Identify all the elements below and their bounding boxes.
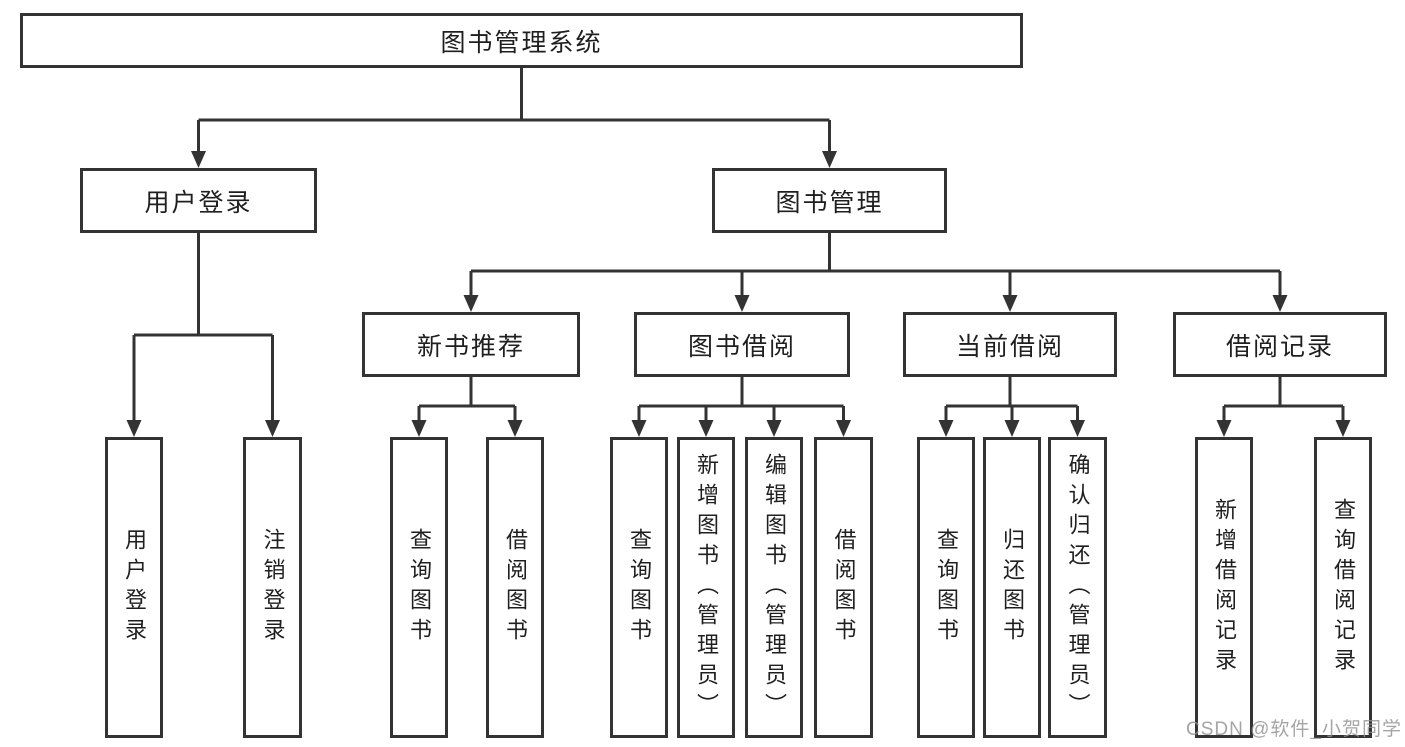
node-label: 借阅图书 bbox=[503, 527, 528, 648]
node-label: 新书推荐 bbox=[416, 332, 525, 361]
node-label: 查询图书 bbox=[934, 527, 959, 648]
node-label: 图书管理系统 bbox=[440, 28, 603, 57]
leaf-add-books-admin: 新增图书（管理员） bbox=[677, 437, 735, 738]
connector-userlogin-to-leaves bbox=[126, 233, 280, 437]
node-label: 用户登录 bbox=[144, 188, 253, 217]
node-label: 查询图书 bbox=[627, 527, 652, 648]
node-label: 新增图书（管理员） bbox=[694, 452, 719, 723]
leaf-add-borrow-record: 新增借阅记录 bbox=[1195, 437, 1253, 738]
node-label: 归还图书 bbox=[1000, 527, 1025, 648]
node-library-management-system: 图书管理系统 bbox=[20, 13, 1023, 68]
leaf-borrow-books-recommend: 借阅图书 bbox=[486, 437, 544, 738]
leaf-query-books-current: 查询图书 bbox=[917, 437, 975, 738]
node-label: 编辑图书（管理员） bbox=[762, 452, 787, 723]
node-current-borrow: 当前借阅 bbox=[903, 312, 1117, 377]
node-label: 查询借阅记录 bbox=[1331, 497, 1356, 678]
node-label: 借阅图书 bbox=[831, 527, 857, 648]
leaf-query-books-recommend: 查询图书 bbox=[390, 437, 448, 738]
leaf-borrow-books: 借阅图书 bbox=[814, 437, 873, 738]
connector-current-to-leaves bbox=[938, 377, 1085, 437]
node-label: 查询图书 bbox=[407, 527, 432, 648]
node-label: 借阅记录 bbox=[1225, 332, 1334, 361]
leaf-user-login: 用户登录 bbox=[105, 437, 163, 738]
leaf-edit-books-admin: 编辑图书（管理员） bbox=[745, 437, 803, 738]
node-book-borrow: 图书借阅 bbox=[634, 312, 850, 377]
node-label: 新增借阅记录 bbox=[1212, 497, 1237, 678]
node-borrow-records: 借阅记录 bbox=[1173, 312, 1387, 377]
node-label: 用户登录 bbox=[122, 527, 147, 648]
leaf-confirm-return-admin: 确认归还（管理员） bbox=[1048, 437, 1107, 738]
leaf-query-borrow-record: 查询借阅记录 bbox=[1314, 437, 1372, 738]
node-book-management: 图书管理 bbox=[712, 168, 947, 233]
connector-bookmgmt-to-level3 bbox=[463, 233, 1288, 312]
connector-borrow-to-leaves bbox=[631, 377, 851, 437]
node-label: 注销登录 bbox=[260, 527, 286, 648]
node-label: 当前借阅 bbox=[955, 332, 1064, 361]
node-label: 确认归还（管理员） bbox=[1065, 452, 1091, 723]
leaf-query-books-borrow: 查询图书 bbox=[610, 437, 668, 738]
node-user-login: 用户登录 bbox=[80, 168, 317, 233]
leaf-logout: 注销登录 bbox=[243, 437, 302, 738]
csdn-watermark: CSDN @软件_小贺同学 bbox=[1186, 719, 1402, 740]
connector-root-to-level2 bbox=[191, 68, 837, 168]
leaf-return-books: 归还图书 bbox=[983, 437, 1041, 738]
node-label: 图书借阅 bbox=[687, 332, 796, 361]
node-label: 图书管理 bbox=[775, 188, 884, 217]
connector-newbooks-to-leaves bbox=[411, 377, 523, 437]
connector-records-to-leaves bbox=[1216, 377, 1351, 437]
node-new-book-recommend: 新书推荐 bbox=[362, 312, 580, 377]
